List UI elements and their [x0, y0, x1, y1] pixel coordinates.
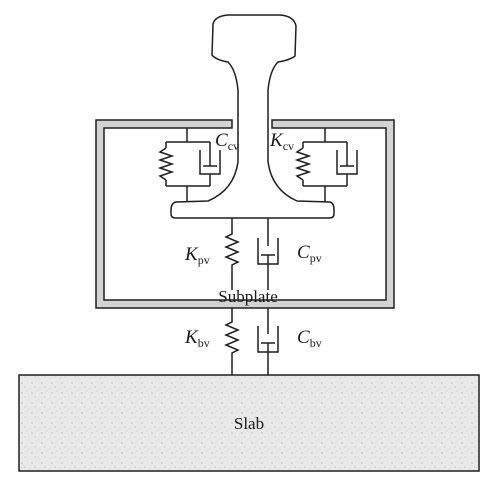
- slab-label: Slab: [234, 414, 264, 433]
- right-rail-pad-assembly: [294, 128, 358, 202]
- cbv-damper: [257, 308, 279, 375]
- kbv-label: Kbv: [184, 327, 210, 350]
- ccv-label: Ccv: [215, 130, 239, 153]
- slab-block: [18, 374, 480, 472]
- fastener-frame: [95, 119, 395, 309]
- kbv-spring: [224, 308, 240, 375]
- subplate-label: Subplate: [218, 287, 278, 306]
- rail-profile: [170, 14, 335, 219]
- kcv-label: Kcv: [269, 130, 294, 153]
- left-rail-pad-assembly: [157, 128, 221, 202]
- cpv-damper: [257, 218, 279, 290]
- cpv-label: Cpv: [297, 242, 322, 265]
- kpv-label: Kpv: [184, 244, 210, 267]
- kpv-spring: [224, 218, 240, 290]
- cbv-label: Cbv: [297, 327, 322, 350]
